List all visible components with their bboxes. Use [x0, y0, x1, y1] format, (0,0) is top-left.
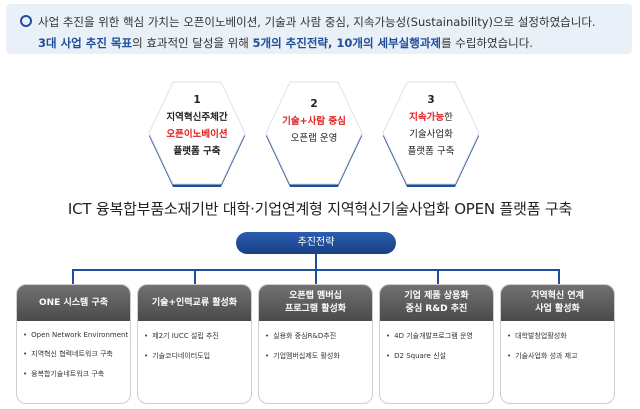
card-title-line-1: 오픈랩 멤버십	[289, 291, 342, 301]
card-title-line-2: 중심 R&D 추진	[405, 304, 468, 314]
card-title-line-1: 지역혁신 연계	[531, 291, 584, 301]
card-header: ONE 시스템 구축	[17, 285, 130, 321]
intro-text-2b: 를 수립하였습니다.	[441, 36, 533, 50]
card-title-line-1: 기업 제품 상용화	[404, 291, 469, 301]
goal-line-2: 기술사업화	[409, 129, 453, 140]
card-item: 대학발창업활성화	[507, 331, 610, 341]
strategy-card-1: ONE 시스템 구축 Open Network Environment 지역혁신…	[16, 284, 131, 404]
goal-hexagon-2: 2 기술+사람 중심 오픈랩 운영	[262, 78, 366, 188]
hexagon-shape	[265, 81, 363, 187]
card-item: 기업멤버십제도 활성화	[265, 351, 368, 361]
card-item: 제2기 IUCC 설립 추진	[144, 331, 247, 341]
intro-line-2: 3대 사업 추진 목표의 효과적인 달성을 위해 5개의 추진전략, 10개의 …	[38, 35, 533, 51]
intro-text-2a: 의 효과적인 달성을 위해	[132, 36, 253, 50]
goal-line-1: 기술+사람 중심	[282, 116, 346, 127]
card-item: Open Network Environment	[23, 331, 128, 339]
connector-drop-4	[437, 269, 439, 284]
goal-number: 2	[310, 98, 318, 110]
intro-highlight-strategy: 5개의 추진전략, 10개의 세부실행과제	[252, 36, 442, 50]
goal-line-1-highlight: 지속가능	[409, 112, 445, 123]
hexagon-shape	[382, 81, 480, 187]
intro-box: 사업 추진을 위한 핵심 가치는 오픈이노베이션, 기술과 사람 중심, 지속가…	[6, 4, 632, 54]
card-title: ONE 시스템 구축	[39, 297, 108, 308]
card-item: 4D 기술개발프로그램 운영	[386, 331, 489, 341]
connector-vertical	[315, 254, 317, 269]
connector-drop-3	[315, 269, 317, 284]
connector-drop-2	[194, 269, 196, 284]
card-item: 기술코디네이터도입	[144, 351, 247, 361]
card-item: 기술사업화 성과 제고	[507, 351, 610, 361]
card-title: 기술+인력교류 활성화	[151, 297, 238, 308]
intro-line-1: 사업 추진을 위한 핵심 가치는 오픈이노베이션, 기술과 사람 중심, 지속가…	[20, 14, 596, 30]
goal-number: 1	[193, 94, 201, 106]
connector-drop-1	[72, 269, 74, 284]
hexagon-shape	[148, 81, 246, 187]
goal-line-2: 오픈이노베이션	[166, 129, 228, 140]
goal-hexagon-3: 3 지속가능한 기술사업화 플랫폼 구축	[379, 78, 483, 188]
card-item: 융복합기술네트워크 구축	[23, 369, 126, 379]
goal-line-3: 플랫폼 구축	[407, 146, 455, 157]
card-title-line-2: 사업 활성화	[535, 304, 580, 314]
goal-line-2: 오픈랩 운영	[290, 133, 338, 144]
card-header: 기술+인력교류 활성화	[138, 285, 251, 321]
card-title-line-2: 프로그램 활성화	[284, 304, 347, 314]
goal-line-3: 플랫폼 구축	[173, 146, 221, 157]
strategy-pill: 추진전략	[236, 232, 396, 254]
card-item: 지역혁신 협력네트워크 구축	[23, 349, 126, 359]
intro-text-1: 사업 추진을 위한 핵심 가치는 오픈이노베이션, 기술과 사람 중심, 지속가…	[38, 15, 596, 29]
goal-hexagon-1: 1 지역혁신주체간 오픈이노베이션 플랫폼 구축	[145, 78, 249, 188]
connector-drop-5	[558, 269, 560, 284]
card-item: D2 Square 신설	[386, 351, 489, 361]
card-item: 실용화 중심R&D추진	[265, 331, 368, 341]
goal-line-1-suffix: 한	[444, 112, 453, 123]
diagram-title: ICT 융복합부품소재기반 대학·기업연계형 지역혁신기술사업화 OPEN 플랫…	[67, 200, 573, 218]
strategy-card-2: 기술+인력교류 활성화 제2기 IUCC 설립 추진 기술코디네이터도입	[137, 284, 252, 404]
bullet-icon	[20, 15, 32, 27]
intro-highlight-goals: 3대 사업 추진 목표	[38, 36, 133, 50]
goal-number: 3	[427, 94, 435, 106]
goal-line-1: 지역혁신주체간	[166, 112, 228, 123]
